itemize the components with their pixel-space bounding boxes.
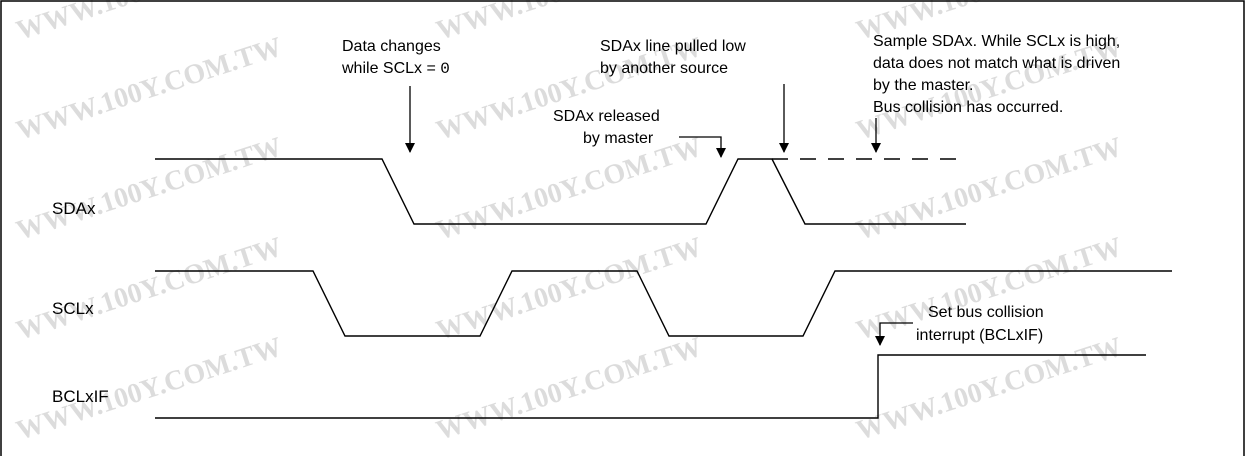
- annotation-sample-line3: by the master.: [873, 77, 974, 94]
- bclxif-label: BCLxIF: [52, 387, 109, 406]
- sclx-waveform: [155, 270, 1172, 337]
- watermark-text: WWW.100Y.COM.TW: [13, 32, 286, 147]
- watermark-text: WWW.100Y.COM.TW: [853, 132, 1126, 247]
- annotation-pulled-low-line2: by another source: [600, 60, 728, 77]
- arrow-sdax-released: [679, 136, 726, 158]
- annotation-data-changes-line2: while SCLx = 0: [341, 60, 450, 78]
- watermark-text: WWW.100Y.COM.TW: [853, 332, 1126, 447]
- annotation-set-collision-line2: interrupt (BCLxIF): [916, 327, 1043, 344]
- sdax-waveform: [155, 158, 966, 225]
- watermark-text: WWW.100Y.COM.TW: [13, 132, 286, 247]
- annotation-sample-sdax: Sample SDAx. While SCLx is high, data do…: [871, 33, 1120, 153]
- annotation-sdax-released: SDAx released by master: [553, 108, 726, 158]
- sdax-label: SDAx: [52, 199, 96, 218]
- annotation-pulled-low-line1: SDAx line pulled low: [600, 38, 746, 55]
- watermark-text: WWW.100Y.COM.TW: [13, 232, 286, 347]
- watermark-text: WWW.100Y.COM.TW: [13, 0, 286, 47]
- annotation-line-pulled-low: SDAx line pulled low by another source: [600, 38, 789, 153]
- annotation-data-changes-line1: Data changes: [342, 38, 441, 55]
- watermark-text: WWW.100Y.COM.TW: [433, 332, 706, 447]
- annotation-set-collision: Set bus collision interrupt (BCLxIF): [875, 304, 1044, 346]
- arrow-set-collision: [875, 322, 913, 346]
- watermark-text: WWW.100Y.COM.TW: [433, 232, 706, 347]
- annotation-set-collision-line1: Set bus collision: [928, 304, 1044, 321]
- annotation-sample-line1: Sample SDAx. While SCLx is high,: [873, 33, 1120, 50]
- sclx-label: SCLx: [52, 299, 94, 318]
- annotation-released-line1: SDAx released: [553, 108, 660, 125]
- annotation-sample-line4: Bus collision has occurred.: [873, 99, 1063, 116]
- bclxif-waveform: [155, 354, 1146, 419]
- annotation-data-changes: Data changes while SCLx = 0: [341, 38, 450, 153]
- annotation-released-line2: by master: [583, 130, 654, 147]
- annotation-sample-line2: data does not match what is driven: [873, 55, 1120, 72]
- watermark-text: WWW.100Y.COM.TW: [433, 132, 706, 247]
